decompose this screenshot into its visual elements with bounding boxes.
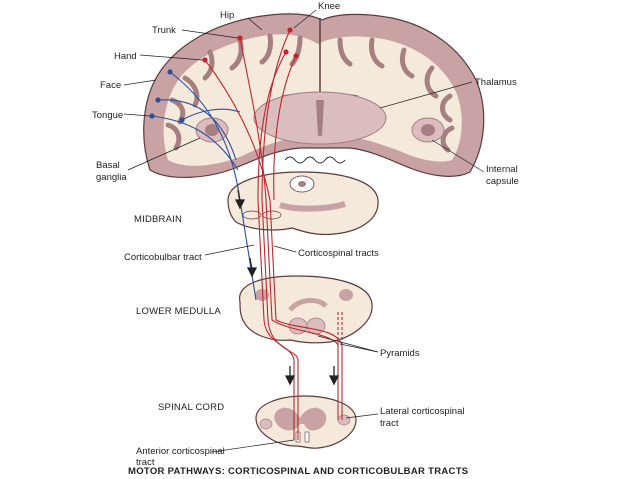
medulla-nucleus-left [255, 289, 269, 301]
label-anterior-corticospinal-line2: tract [136, 457, 155, 468]
figure-caption: MOTOR PATHWAYS: CORTICOSPINAL AND CORTIC… [128, 466, 468, 477]
cerebral-peduncle-right [262, 210, 282, 220]
label-corticobulbar-tract: Corticobulbar tract [124, 252, 202, 263]
cord-tract-left [259, 418, 273, 430]
direction-arrows [234, 189, 340, 386]
label-trunk: Trunk [152, 25, 176, 36]
neuron-bodies [149, 27, 299, 123]
aqueduct-core [298, 181, 306, 187]
label-corticospinal-tracts: Corticospinal tracts [298, 248, 379, 259]
anterior-tract-right [304, 431, 310, 443]
label-anterior-corticospinal-line1: Anterior corticospinal [136, 446, 225, 457]
brainstem-top-outline [284, 156, 346, 164]
label-hip: Hip [220, 10, 234, 21]
corticospinal-tracts [204, 29, 343, 440]
label-basal-ganglia-line1: Basal [96, 160, 120, 171]
label-internal-capsule-line2: capsule [486, 176, 519, 187]
pyramid-right [306, 317, 326, 335]
corticobulbar-tract [151, 71, 257, 301]
label-spinal-cord: SPINAL CORD [158, 402, 224, 413]
substantia-nigra [279, 201, 346, 212]
label-tongue: Tongue [92, 110, 123, 121]
label-face: Face [100, 80, 121, 91]
putamen-left [205, 124, 219, 136]
label-pyramids: Pyramids [380, 348, 420, 359]
medulla-section [239, 275, 373, 344]
medulla-outline [239, 275, 373, 344]
label-hand: Hand [114, 51, 137, 62]
cord-tract-right [337, 414, 351, 426]
label-lower-medulla: LOWER MEDULLA [136, 306, 221, 317]
label-lateral-corticospinal-line1: Lateral corticospinal [380, 406, 465, 417]
putamen-right [421, 124, 435, 136]
third-ventricle [316, 100, 324, 136]
label-thalamus: Thalamus [475, 77, 517, 88]
cerebral-peduncle-left [242, 210, 262, 220]
label-lateral-corticospinal-line2: tract [380, 418, 399, 429]
midbrain-section [227, 171, 379, 236]
medulla-nucleus-right [339, 289, 353, 301]
gray-matter-butterfly [274, 407, 327, 431]
label-basal-ganglia-line2: ganglia [96, 172, 127, 183]
decussation-dashes [337, 312, 343, 345]
label-midbrain: MIDBRAIN [134, 214, 182, 225]
leader-lines [123, 9, 485, 453]
label-internal-capsule-line1: Internal [486, 164, 518, 175]
brain-section [143, 13, 485, 178]
spinal-cord-section [255, 395, 357, 449]
olive [288, 298, 328, 312]
label-knee: Knee [318, 1, 340, 12]
